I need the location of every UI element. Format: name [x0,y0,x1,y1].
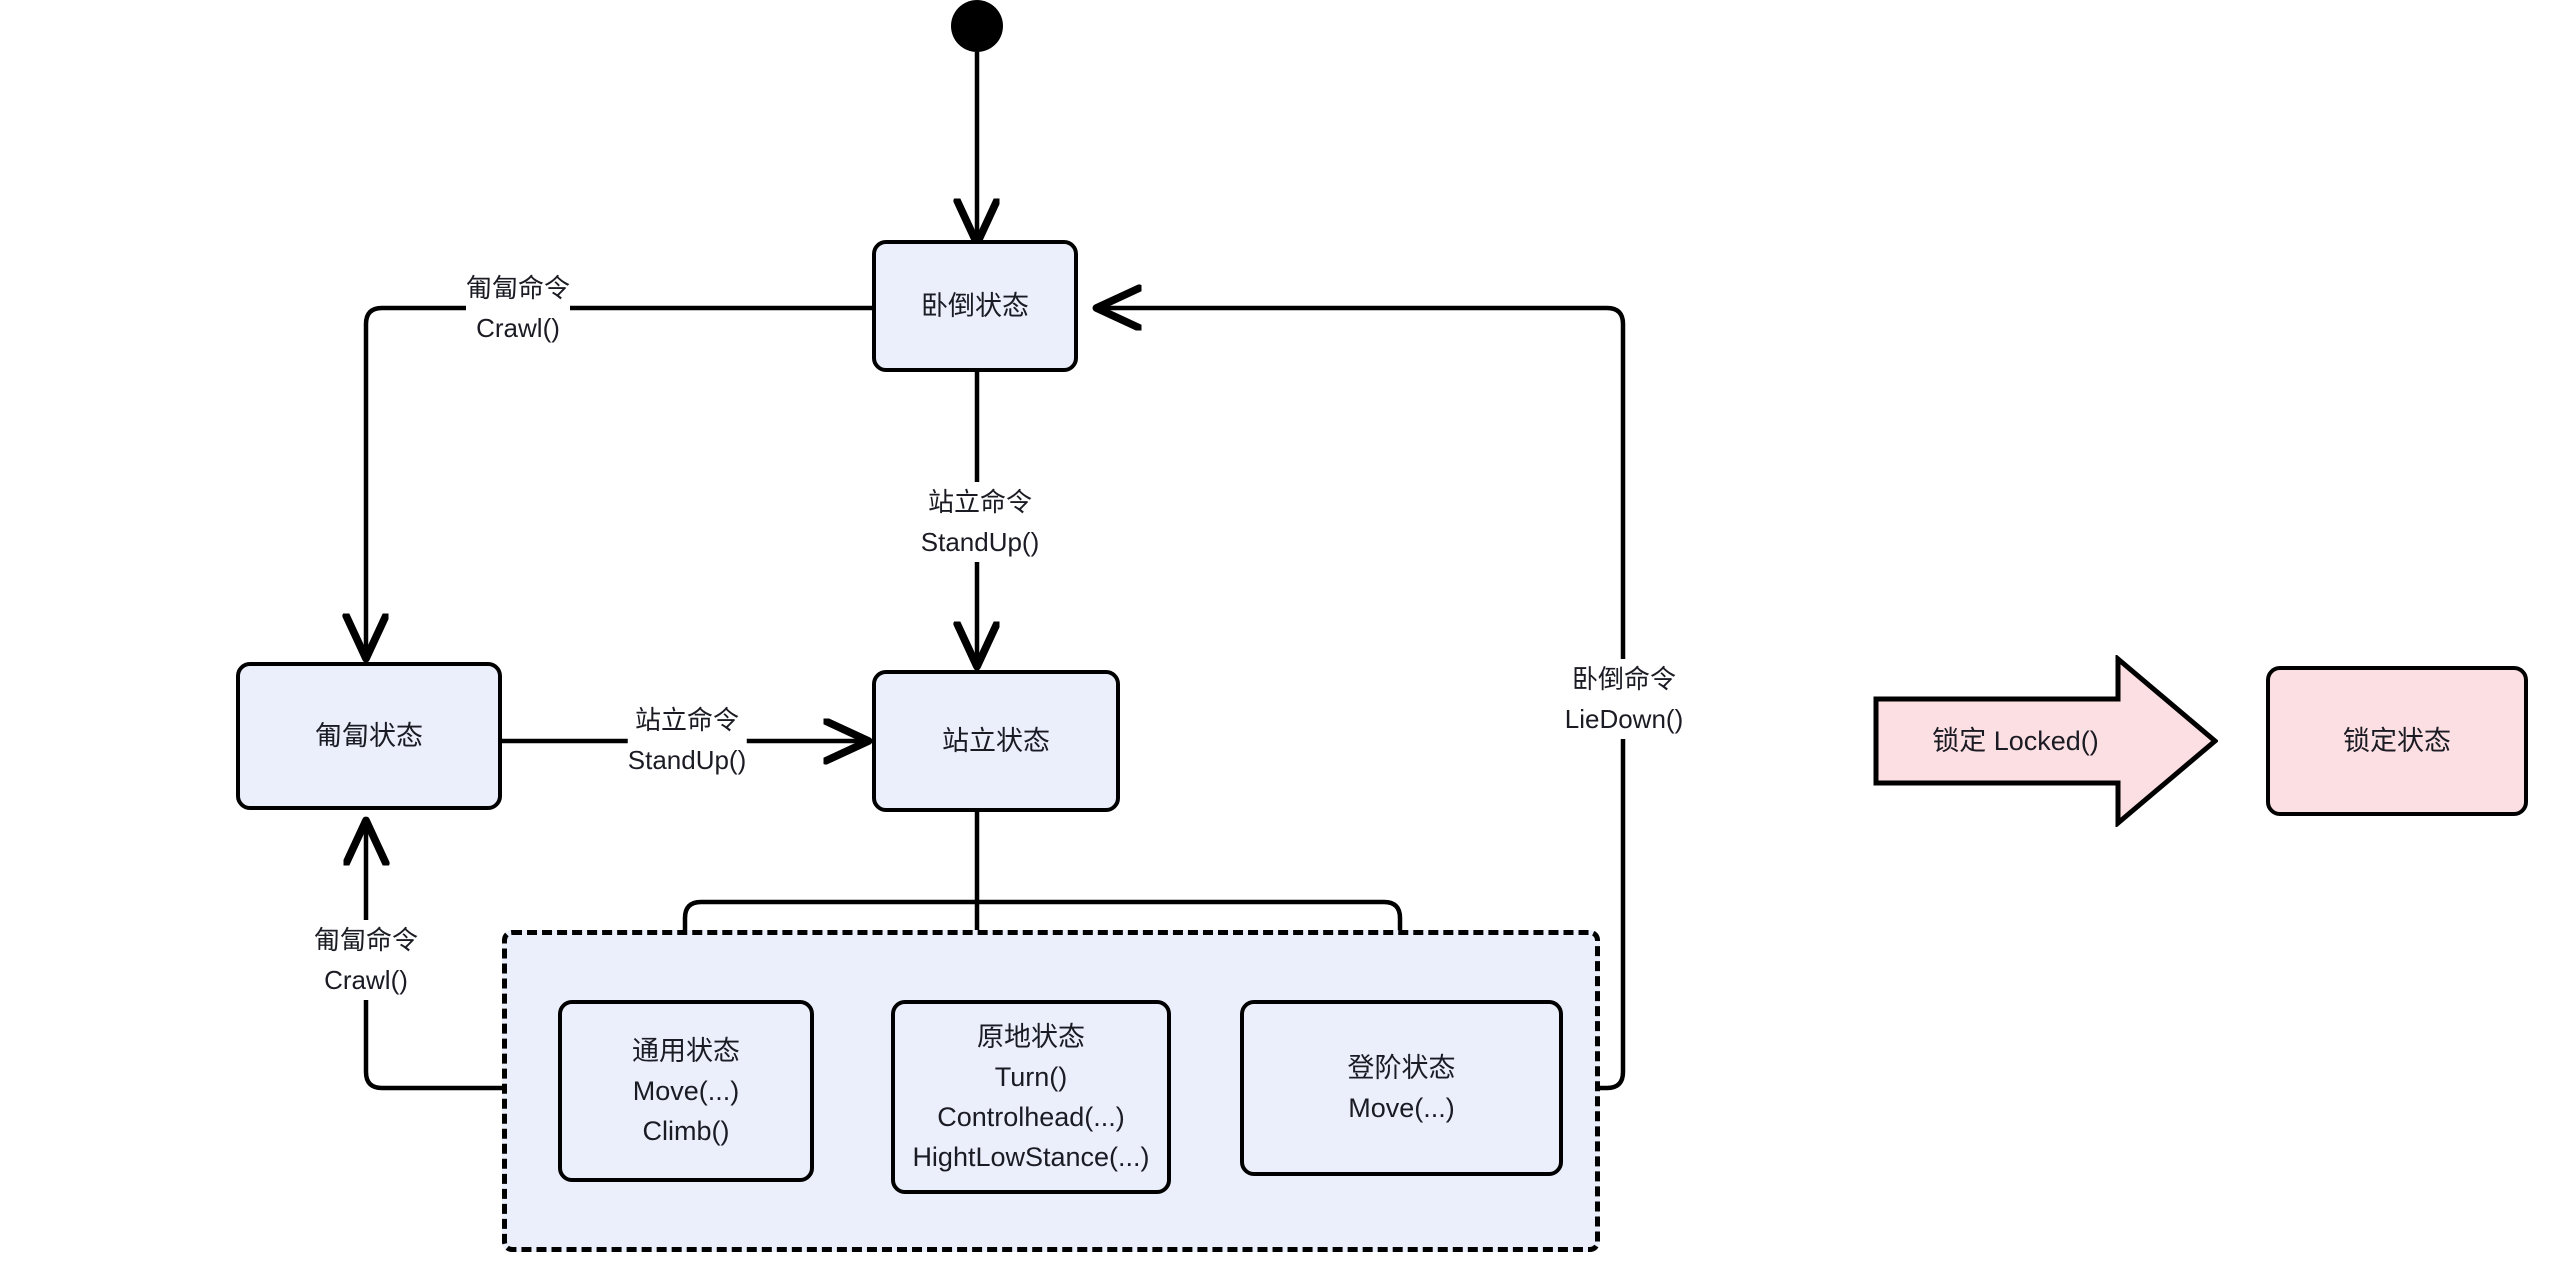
edge-label-crawl-to-stand-line-1: StandUp() [627,745,747,775]
state-node-inplace-label-2: Controlhead(...) [937,1102,1125,1132]
edge-label-lie-to-crawl-line-0: 匍匐命令 [465,273,571,303]
state-node-inplace-label-3: HightLowStance(...) [912,1142,1150,1172]
state-node-crawl-label-0: 匍匐状态 [315,721,423,751]
locked-arrow-label-1: Locked() [1993,726,2099,756]
state-node-inplace-label-1: Turn() [994,1062,1068,1092]
locked-arrow-label-0: 锁定 [1932,726,1987,756]
state-node-general[interactable]: 通用状态 Move(...) Climb() [558,1000,814,1182]
edge-label-lie-to-stand: 站立命令 StandUp() [920,482,1040,562]
state-node-general-label-1: Move(...) [632,1076,740,1106]
state-node-stair-label-0: 登阶状态 [1347,1053,1456,1083]
state-node-general-label-0: 通用状态 [632,1036,740,1066]
edge-label-lie-to-crawl: 匍匐命令 Crawl() [465,268,571,348]
edge-label-lie-to-stand-line-0: 站立命令 [927,487,1032,517]
start-node [951,0,1003,52]
state-node-crawl[interactable]: 匍匐状态 [236,662,502,810]
edge-label-stair-to-lie-line-1: LieDown() [1564,704,1684,734]
edge-label-stair-to-lie: 卧倒命令 LieDown() [1564,659,1684,739]
edge-label-lie-to-stand-line-1: StandUp() [920,527,1040,557]
edge-label-crawl-to-stand-line-0: 站立命令 [634,705,739,735]
edge-label-general-to-crawl-line-1: Crawl() [324,965,408,995]
state-node-locked[interactable]: 锁定状态 [2266,666,2528,816]
edge-label-general-to-crawl-line-0: 匍匐命令 [313,925,419,955]
edge-lie-to-crawl [366,305,872,655]
state-node-lie-label-0: 卧倒状态 [921,291,1029,321]
edge-label-stair-to-lie-line-0: 卧倒命令 [1571,664,1676,694]
state-node-stair[interactable]: 登阶状态 Move(...) [1240,1000,1563,1176]
edge-label-lie-to-crawl-line-1: Crawl() [476,313,560,343]
edge-general-to-crawl [366,824,558,1091]
edge-label-general-to-crawl: 匍匐命令 Crawl() [313,920,419,1000]
state-node-general-label-2: Climb() [642,1116,730,1146]
edge-label-crawl-to-stand: 站立命令 StandUp() [627,700,747,780]
block-arrow-icon [1873,655,2218,827]
state-node-locked-label-0: 锁定状态 [2343,726,2451,756]
state-node-inplace[interactable]: 原地状态 Turn() Controlhead(...) HightLowSta… [891,1000,1171,1194]
state-node-stand-label-0: 站立状态 [942,726,1050,756]
state-node-inplace-label-0: 原地状态 [977,1022,1085,1052]
state-node-stair-label-1: Move(...) [1348,1093,1455,1123]
edge-stand-fork-right [977,899,1400,998]
state-node-stand[interactable]: 站立状态 [872,670,1120,812]
state-node-lie[interactable]: 卧倒状态 [872,240,1078,372]
edge-stand-fork-left [685,899,977,998]
locked-transition-arrow[interactable]: 锁定 Locked() [1873,655,2218,827]
locked-arrow-text: 锁定 Locked() [1932,721,2159,761]
